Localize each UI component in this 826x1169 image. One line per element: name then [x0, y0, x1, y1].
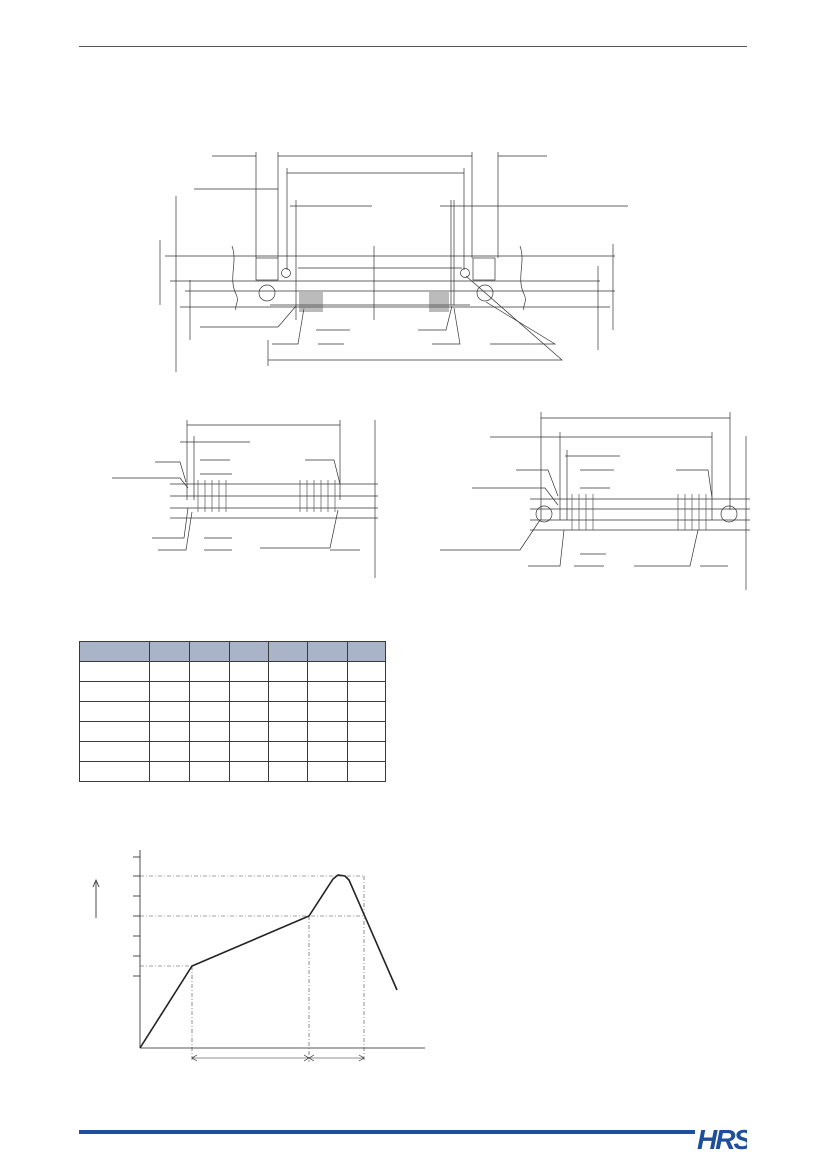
- table-cell: [79, 721, 150, 742]
- table-cell: [149, 661, 190, 682]
- table-cell: [347, 681, 386, 702]
- table-cell: [229, 761, 269, 782]
- table-cell: [268, 661, 308, 682]
- table-cell: [307, 741, 348, 762]
- table-row: [79, 661, 386, 682]
- table-cell: [307, 761, 348, 782]
- table-header-cell: [229, 641, 269, 662]
- up-arrow-icon: [92, 878, 100, 918]
- table-cell: [268, 741, 308, 762]
- table-cell: [307, 661, 348, 682]
- logo-text: HRS: [697, 1124, 747, 1153]
- table-header-cell: [268, 641, 308, 662]
- table-cell: [229, 741, 269, 762]
- table-cell: [347, 721, 386, 742]
- table-cell: [149, 701, 190, 722]
- table-header-cell: [149, 641, 190, 662]
- table-cell: [229, 661, 269, 682]
- table-cell: [268, 701, 308, 722]
- table-cell: [268, 721, 308, 742]
- table-cell: [189, 741, 230, 762]
- table-row: [79, 681, 386, 702]
- table-cell: [79, 681, 150, 702]
- table-cell: [79, 701, 150, 722]
- table-cell: [229, 701, 269, 722]
- table-cell: [149, 741, 190, 762]
- table-cell: [347, 761, 386, 782]
- table-cell: [189, 761, 230, 782]
- table-cell: [307, 701, 348, 722]
- table-row: [79, 741, 386, 762]
- hrs-logo: HRS: [697, 1124, 747, 1153]
- footer-rule: [79, 1130, 695, 1134]
- table-cell: [189, 721, 230, 742]
- table-cell: [347, 661, 386, 682]
- top-dimension-drawing: [159, 152, 628, 372]
- table-header-cell: [189, 641, 230, 662]
- table-cell: [268, 761, 308, 782]
- table-cell: [149, 761, 190, 782]
- y-ticks: [133, 856, 140, 977]
- table-cell: [307, 681, 348, 702]
- table-cell: [229, 721, 269, 742]
- table-header-cell: [79, 641, 150, 662]
- table-row: [79, 761, 386, 782]
- spec-table: [79, 641, 386, 782]
- left-detail-drawing: [112, 420, 378, 578]
- table-cell: [347, 701, 386, 722]
- table-cell: [307, 721, 348, 742]
- table-row: [79, 701, 386, 722]
- header-rule: [79, 46, 747, 47]
- table-header-cell: [347, 641, 386, 662]
- table-header-row: [79, 641, 386, 662]
- table-cell: [189, 701, 230, 722]
- table-cell: [149, 721, 190, 742]
- right-detail-drawing: [440, 412, 750, 590]
- table-cell: [79, 761, 150, 782]
- table-header-cell: [307, 641, 348, 662]
- temperature-profile-graph: [92, 850, 425, 1062]
- table-cell: [189, 681, 230, 702]
- table-cell: [149, 681, 190, 702]
- table-cell: [229, 681, 269, 702]
- table-cell: [79, 741, 150, 762]
- table-cell: [189, 661, 230, 682]
- table-cell: [347, 741, 386, 762]
- table-cell: [79, 661, 150, 682]
- table-row: [79, 721, 386, 742]
- table-cell: [268, 681, 308, 702]
- profile-curve: [139, 874, 398, 1049]
